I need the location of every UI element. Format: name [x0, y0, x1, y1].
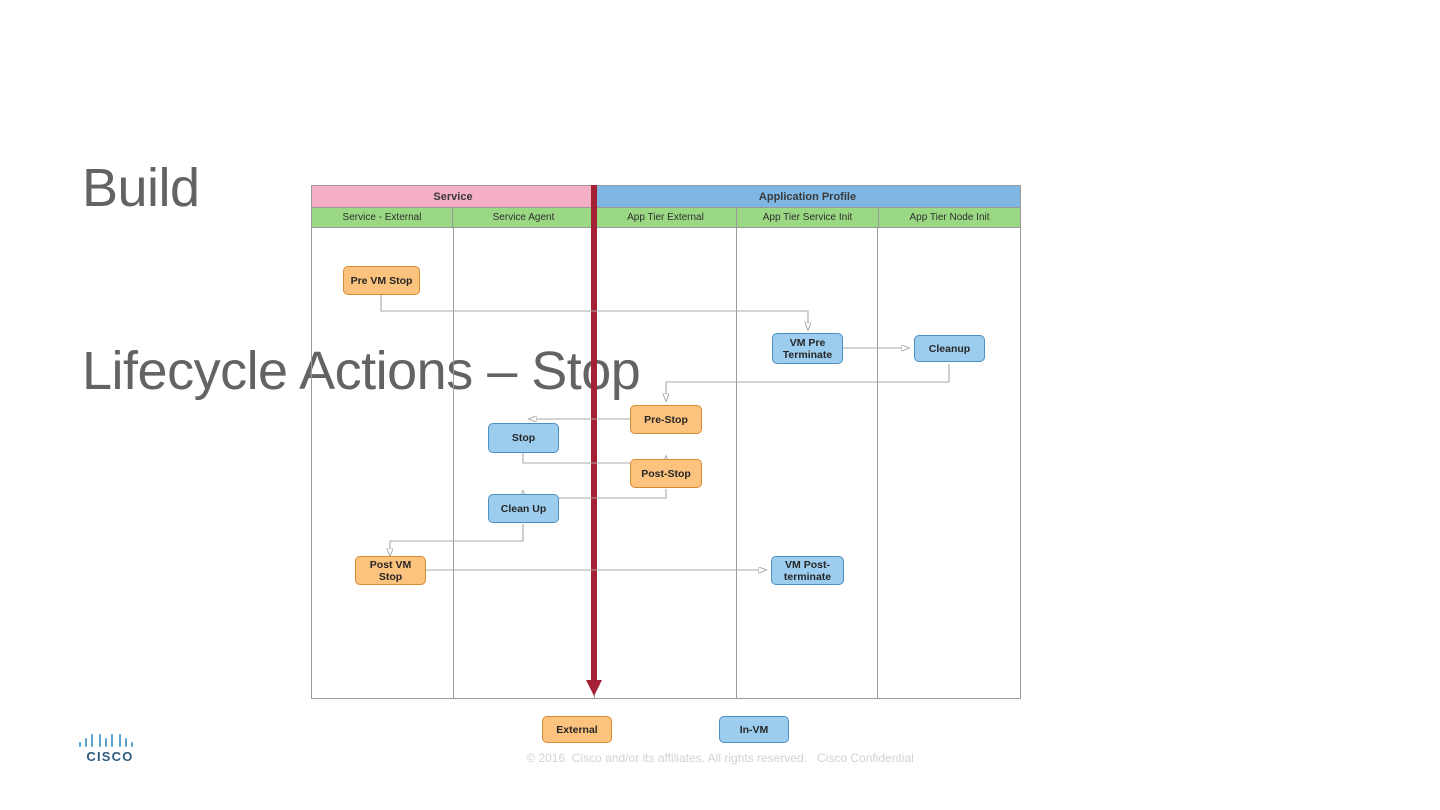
footer-copyright: © 2016 Cisco and/or its affiliates. All …: [526, 751, 914, 765]
legend-item-in-vm: In-VM: [719, 716, 789, 743]
cisco-wordmark: CISCO: [86, 749, 134, 764]
node-clean-up[interactable]: Clean Up: [488, 494, 559, 523]
node-vm-post-terminate[interactable]: VM Post-terminate: [771, 556, 844, 585]
lane-column-app-tier-external: [595, 228, 737, 698]
lane-header-app-tier-node-init: App Tier Node Init: [879, 208, 1021, 228]
group-header-row: Service Application Profile: [311, 185, 1021, 208]
cisco-logo: CISCO: [79, 733, 141, 767]
node-pre-stop[interactable]: Pre-Stop: [630, 405, 702, 434]
node-post-stop[interactable]: Post-Stop: [630, 459, 702, 488]
group-header-service: Service: [311, 185, 595, 208]
lane-column-service-external: [312, 228, 454, 698]
page-title: Build Lifecycle Actions – Stop: [82, 36, 1082, 463]
swimlane-diagram: Service Application Profile Service - Ex…: [311, 185, 1021, 699]
node-stop[interactable]: Stop: [488, 423, 559, 453]
node-post-vm-stop[interactable]: Post VM Stop: [355, 556, 426, 585]
service-appprofile-divider: [591, 185, 597, 686]
lane-header-row: Service - External Service Agent App Tie…: [311, 208, 1021, 228]
divider-arrowhead-icon: [586, 680, 602, 696]
node-vm-pre-terminate[interactable]: VM Pre Terminate: [772, 333, 843, 364]
legend-item-external: External: [542, 716, 612, 743]
cisco-bridge-icon: [79, 733, 141, 747]
lane-header-app-tier-external: App Tier External: [595, 208, 737, 228]
page-title-line-2: Lifecycle Actions – Stop: [82, 341, 641, 401]
group-header-application-profile: Application Profile: [595, 185, 1021, 208]
node-pre-vm-stop[interactable]: Pre VM Stop: [343, 266, 420, 295]
node-cleanup[interactable]: Cleanup: [914, 335, 985, 362]
lane-header-service-agent: Service Agent: [453, 208, 595, 228]
lane-column-app-tier-service-init: [737, 228, 879, 698]
page-title-line-1: Build: [82, 158, 200, 218]
lane-column-service-agent: [454, 228, 596, 698]
lane-header-app-tier-service-init: App Tier Service Init: [737, 208, 879, 228]
lane-column-app-tier-node-init: [878, 228, 1020, 698]
lane-header-service-external: Service - External: [311, 208, 453, 228]
